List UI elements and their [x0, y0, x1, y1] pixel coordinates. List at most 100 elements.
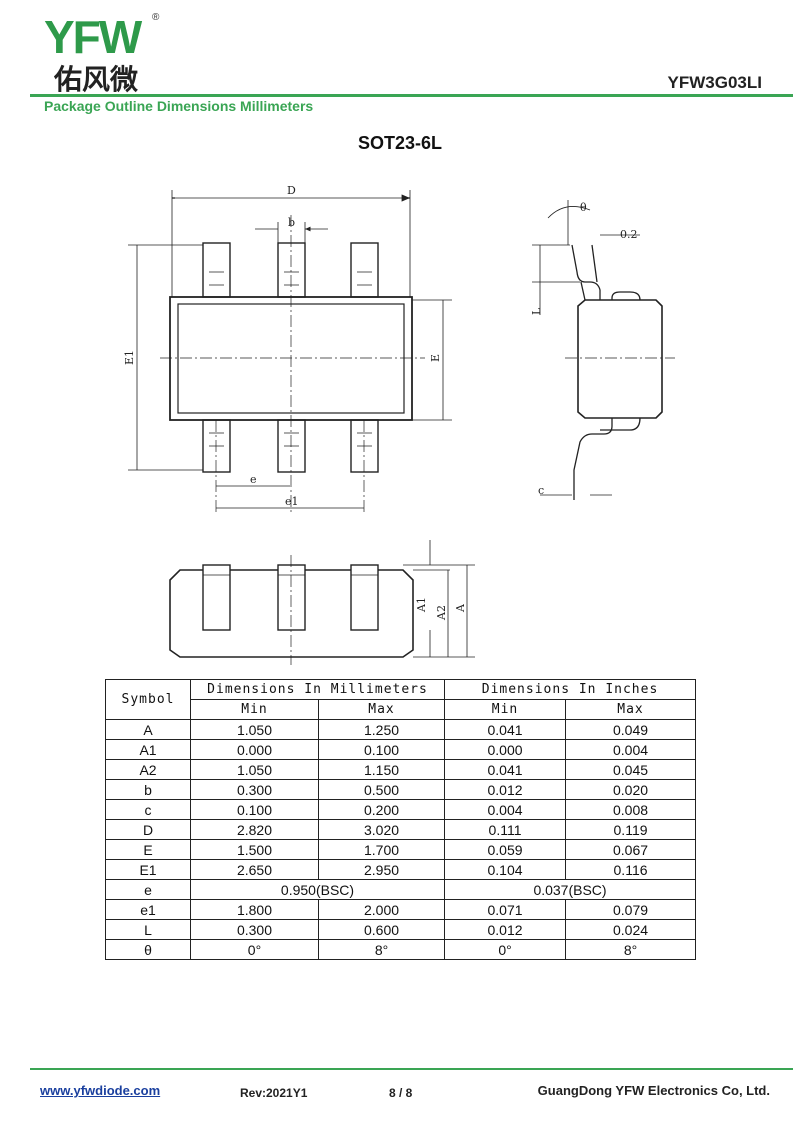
- cell-in-min: 0.059: [444, 839, 567, 860]
- revision: Rev:2021Y1: [240, 1086, 308, 1100]
- cell-sym: A2: [105, 759, 191, 780]
- cell-mm-min: 0.300: [190, 779, 319, 800]
- cell-in-max: 0.049: [565, 719, 697, 740]
- cell-mm-max: 0.500: [317, 779, 446, 800]
- cell-mm-max: 1.700: [317, 839, 446, 860]
- cell-in-max: 8°: [565, 939, 697, 960]
- cell-sym: b: [105, 779, 191, 800]
- cell-sym: L: [105, 919, 191, 940]
- label-A1: A1: [415, 597, 428, 613]
- cell-in-bsc: 0.037(BSC): [444, 879, 697, 900]
- label-theta: θ: [580, 201, 587, 214]
- cell-mm-min: 1.050: [190, 719, 319, 740]
- label-b: b: [288, 216, 295, 229]
- cell-sym: e1: [105, 899, 191, 920]
- header-mm: Dimensions In Millimeters: [189, 679, 446, 700]
- cell-in-max: 0.020: [565, 779, 697, 800]
- cell-mm-min: 1.500: [190, 839, 319, 860]
- label-e: e: [250, 473, 257, 486]
- label-D: D: [287, 184, 296, 197]
- cell-in-min: 0.012: [444, 779, 567, 800]
- cell-mm-max: 0.200: [317, 799, 446, 820]
- header-symbol: Symbol: [105, 679, 191, 720]
- part-number: YFW3G03LI: [667, 73, 762, 92]
- cell-in-min: 0.012: [444, 919, 567, 940]
- front-view: A1 A2 A: [169, 540, 475, 665]
- label-E: E: [429, 354, 442, 362]
- cell-in-max: 0.045: [565, 759, 697, 780]
- cell-mm-max: 0.600: [317, 919, 446, 940]
- label-E1: E1: [123, 350, 136, 365]
- cell-mm-min: 0.100: [190, 799, 319, 820]
- cell-mm-min: 0.300: [190, 919, 319, 940]
- cell-mm-bsc: 0.950(BSC): [189, 879, 446, 900]
- cell-sym: e: [105, 879, 191, 900]
- website-link[interactable]: www.yfwdiode.com: [40, 1083, 161, 1098]
- cell-in-min: 0.071: [444, 899, 567, 920]
- cell-mm-max: 1.150: [317, 759, 446, 780]
- cell-in-min: 0.104: [444, 859, 567, 880]
- cell-in-max: 0.008: [565, 799, 697, 820]
- company-name: GuangDong YFW Electronics Co, Ltd.: [537, 1083, 770, 1098]
- cell-mm-min: 1.050: [190, 759, 319, 780]
- cell-sym: D: [105, 819, 191, 840]
- cell-mm-min: 0.000: [190, 739, 319, 760]
- cell-in-min: 0.041: [444, 719, 567, 740]
- label-A: A: [454, 603, 467, 613]
- cell-mm-min: 2.650: [190, 859, 319, 880]
- cell-in-min: 0.004: [444, 799, 567, 820]
- cell-mm-max: 3.020: [317, 819, 446, 840]
- header-in-min: Min: [444, 699, 567, 720]
- logo-chinese: 佑风微: [54, 63, 139, 96]
- header-in-max: Max: [565, 699, 697, 720]
- cell-sym: E1: [105, 859, 191, 880]
- logo-text: YFW: [44, 11, 142, 63]
- cell-in-min: 0.111: [444, 819, 567, 840]
- header-mm-min: Min: [190, 699, 319, 720]
- header-inches: Dimensions In Inches: [444, 679, 697, 700]
- cell-mm-max: 8°: [317, 939, 446, 960]
- cell-in-max: 0.079: [565, 899, 697, 920]
- cell-in-max: 0.119: [565, 819, 697, 840]
- label-L: L: [530, 307, 543, 315]
- cell-sym: A1: [105, 739, 191, 760]
- label-A2: A2: [435, 605, 448, 621]
- header-mm-max: Max: [317, 699, 446, 720]
- footer-divider: [30, 1068, 793, 1070]
- cell-sym: E: [105, 839, 191, 860]
- cell-in-max: 0.067: [565, 839, 697, 860]
- top-view: D b E1 E e e1: [123, 184, 452, 515]
- cell-in-min: 0°: [444, 939, 567, 960]
- label-tolerance: 0.2: [620, 228, 638, 241]
- cell-in-min: 0.041: [444, 759, 567, 780]
- label-c: c: [538, 484, 544, 497]
- registered-mark: ®: [152, 12, 160, 23]
- label-e1: e1: [285, 495, 299, 508]
- cell-sym: A: [105, 719, 191, 740]
- side-view: θ 0.2 L c: [530, 200, 675, 500]
- cell-in-max: 0.116: [565, 859, 697, 880]
- cell-mm-max: 0.100: [317, 739, 446, 760]
- cell-mm-max: 2.950: [317, 859, 446, 880]
- cell-sym: θ: [105, 939, 191, 960]
- header-divider: [30, 94, 793, 97]
- page-number: 8 / 8: [389, 1086, 413, 1100]
- cell-mm-max: 2.000: [317, 899, 446, 920]
- cell-sym: c: [105, 799, 191, 820]
- package-drawing: D b E1 E e e1 θ 0.2 L c A1 A2 A: [123, 184, 675, 665]
- section-title: Package Outline Dimensions Millimeters: [44, 98, 314, 114]
- cell-mm-max: 1.250: [317, 719, 446, 740]
- package-name: SOT23-6L: [357, 133, 443, 153]
- cell-in-max: 0.024: [565, 919, 697, 940]
